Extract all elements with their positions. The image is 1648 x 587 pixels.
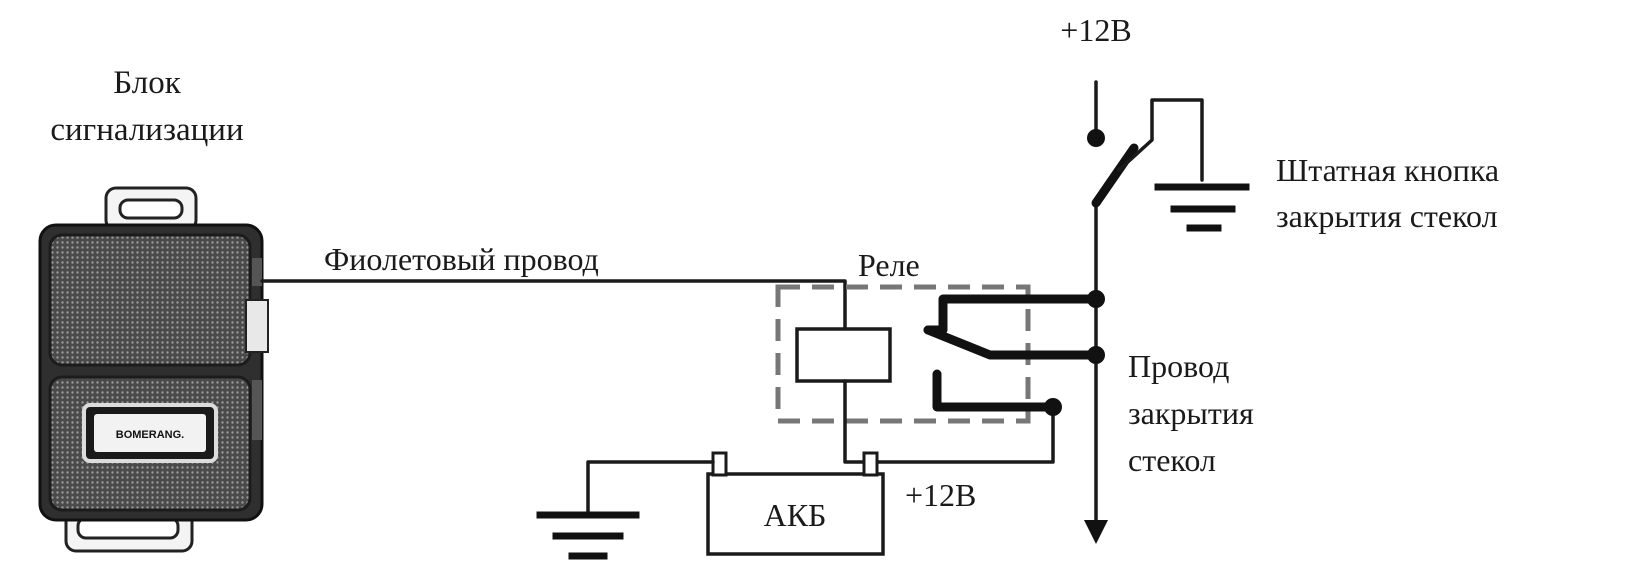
- upper-contact-node: [1087, 290, 1105, 308]
- relay-to-battery-wire: [871, 405, 1055, 464]
- alarm-unit-label-line2: сигнализации: [50, 112, 243, 148]
- relay-coil: [795, 327, 892, 383]
- relay-contact-upper: [923, 294, 1101, 335]
- battery-ground-wire: [586, 460, 715, 514]
- lower-contact-node: [1044, 398, 1062, 416]
- close-wire-label-line3: стекол: [1128, 442, 1216, 478]
- battery-label: АКБ: [764, 497, 827, 533]
- violet-wire-label: Фиолетовый провод: [324, 241, 599, 277]
- battery-positive-terminal: [862, 451, 879, 477]
- relay-contact-common: [923, 325, 1101, 360]
- button-label-line1: Штатная кнопка: [1276, 152, 1499, 188]
- button-switch-blade: [1091, 143, 1139, 208]
- common-contact-node: [1087, 346, 1105, 364]
- close-wire-label-line1: Провод: [1128, 348, 1229, 384]
- relay-label: Реле: [858, 247, 920, 283]
- brand-logo: BOMERANG.: [116, 429, 184, 441]
- alarm-unit-label-line1: Блок: [113, 65, 181, 101]
- battery-negative-terminal: [711, 451, 728, 477]
- plus12-battery-label: +12В: [905, 477, 976, 513]
- battery: [706, 472, 885, 556]
- button-ground-link: [1117, 98, 1204, 182]
- button-upper-node: [1087, 129, 1105, 147]
- alarm-unit: BOMERANG.: [38, 186, 269, 553]
- plus12-top-label: +12В: [1060, 12, 1131, 48]
- button-label-line2: закрытия стекол: [1276, 198, 1498, 234]
- relay-contact-lower: [932, 369, 1058, 412]
- coil-to-battery-wire: [843, 379, 871, 464]
- window-close-arrow: [1084, 520, 1108, 544]
- violet-wire: [260, 279, 847, 331]
- close-wire-label-line2: закрытия: [1128, 395, 1254, 431]
